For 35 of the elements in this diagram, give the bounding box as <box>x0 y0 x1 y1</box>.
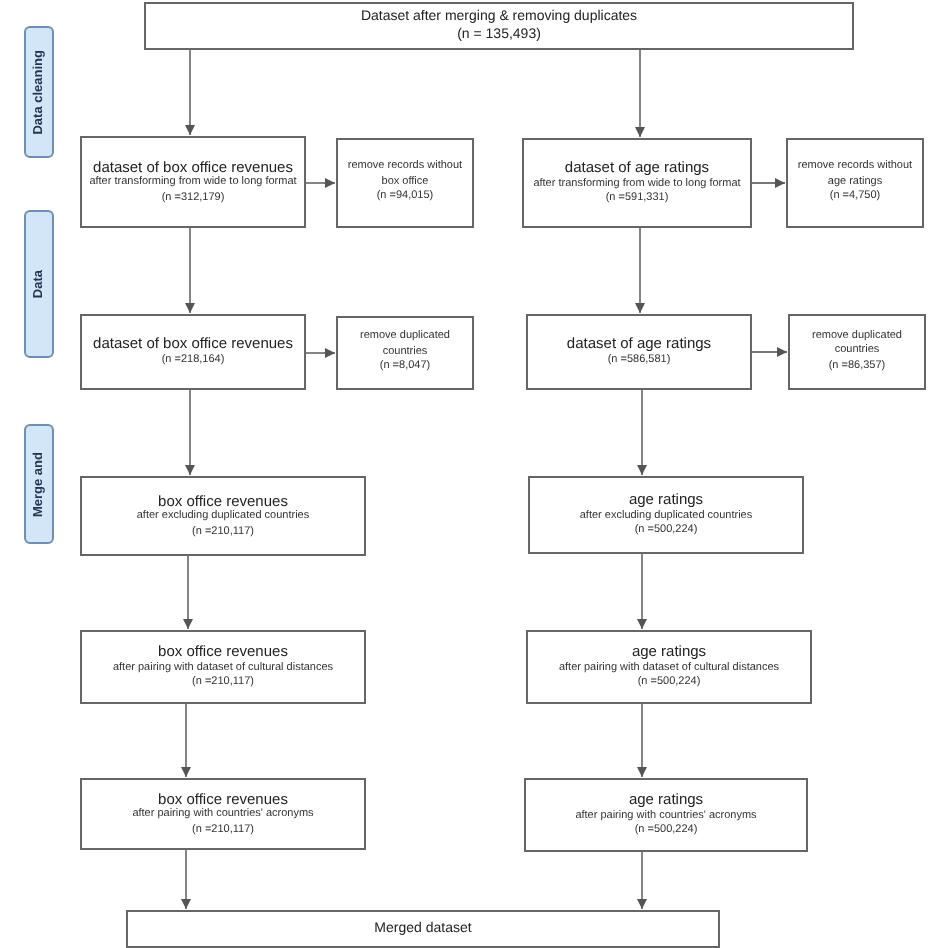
stage-band <box>24 424 54 544</box>
arrow <box>637 851 647 910</box>
process-box <box>522 138 752 228</box>
process-box <box>144 2 854 50</box>
arrow <box>751 347 788 357</box>
arrow <box>185 389 195 476</box>
exclusion-box <box>786 138 924 228</box>
arrow <box>185 49 195 136</box>
arrow <box>181 849 191 910</box>
process-box <box>80 630 366 704</box>
arrow <box>185 227 195 314</box>
process-box <box>526 630 812 704</box>
process-box <box>528 476 804 554</box>
arrow <box>635 49 645 138</box>
process-box <box>526 314 752 390</box>
arrow <box>751 178 786 188</box>
arrow <box>637 703 647 778</box>
arrow <box>637 389 647 476</box>
arrow <box>635 227 645 314</box>
exclusion-box <box>788 314 926 390</box>
process-box <box>80 476 366 556</box>
stage-band <box>24 26 54 158</box>
process-box <box>80 314 306 390</box>
arrow <box>181 703 191 778</box>
arrow <box>305 178 336 188</box>
arrow <box>637 553 647 630</box>
process-box <box>80 136 306 228</box>
arrow <box>183 555 193 630</box>
process-box <box>80 778 366 850</box>
stage-band <box>24 210 54 358</box>
arrow <box>305 348 336 358</box>
process-box <box>524 778 808 852</box>
exclusion-box <box>336 316 474 390</box>
exclusion-box <box>336 138 474 228</box>
process-box <box>126 910 720 948</box>
